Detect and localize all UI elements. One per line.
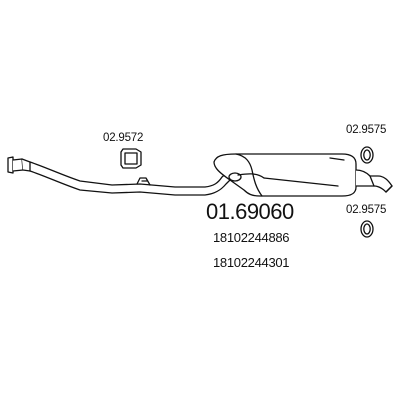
accessory-ref-gasket: 02.9572 <box>103 132 144 144</box>
inlet-flange-icon <box>7 156 31 174</box>
rear-muffler <box>213 153 357 197</box>
accessory-ref-clamp-bottom: 02.9575 <box>346 204 387 216</box>
main-part-number: 01.69060 <box>206 199 294 224</box>
gasket-icon <box>120 148 142 169</box>
ring-clamp-icon <box>360 146 374 164</box>
pipe-hanger <box>136 177 151 186</box>
tail-pipe <box>355 169 393 193</box>
accessory-ref-clamp-top: 02.9575 <box>346 124 387 136</box>
ring-clamp-icon <box>360 220 374 238</box>
oem-number-1: 18102244886 <box>213 230 290 245</box>
ring-clamp-inner-icon <box>363 223 371 235</box>
ring-clamp-inner-icon <box>363 149 371 161</box>
front-pipe <box>29 161 233 196</box>
oem-number-2: 18102244301 <box>213 255 290 270</box>
